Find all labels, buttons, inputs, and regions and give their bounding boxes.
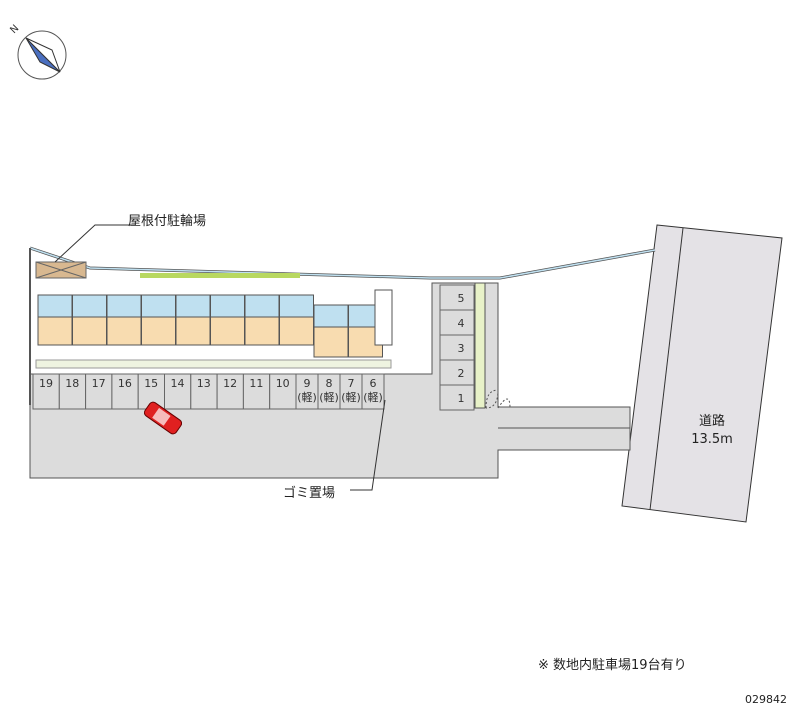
parking-note: ※ 数地内駐車場19台有り [538,658,687,673]
parking-space: 11 [242,373,271,410]
parking-space-number: 16 [118,377,132,390]
parking-space: 19 [32,373,60,410]
road [621,224,783,523]
garbage-area-label: ゴミ置場 [283,486,336,501]
parking-space: 14 [164,373,192,410]
kei-parking-space: 9(軽) [295,373,319,410]
apartment-unit [72,294,107,346]
kei-mark: (軽) [341,391,361,404]
kei-mark: (軽) [319,391,339,404]
parking-space: 18 [58,373,87,410]
parking-space-number: 10 [276,377,290,390]
parking-space-number: 18 [65,377,79,390]
apartment-unit [313,304,349,358]
parking-space: 5 [439,284,475,311]
parking-space-number: 19 [39,377,53,390]
apartment-unit [244,294,280,346]
parking-space-number: 11 [249,377,263,390]
apartment-building [37,294,383,358]
parking-space: 12 [216,373,244,410]
parking-space: 4 [439,309,475,336]
parking-space: 10 [269,373,297,410]
parking-space-number: 17 [92,377,106,390]
parking-space: 13 [190,373,218,410]
parking-space-number: 1 [458,392,465,405]
bicycle-parking-label: 屋根付駐輪場 [128,214,207,229]
kei-parking-space: 8(軽) [317,373,341,410]
car-icon [143,401,183,435]
parking-space-number: 6 [370,377,377,390]
apartment-unit [175,294,211,346]
parking-space: 1 [439,384,475,411]
kei-parking-space: 7(軽) [339,373,363,410]
parking-space-number: 5 [458,292,465,305]
kei-mark: (軽) [297,391,317,404]
apartment-unit [210,294,245,346]
parking-space: 2 [439,359,475,386]
parking-space: 16 [111,373,139,410]
parking-space-number: 9 [304,377,311,390]
parking-space: 17 [85,373,113,410]
kei-parking-space: 6(軽) [361,373,385,410]
apartment-unit [106,294,142,346]
road-width: 13.5m [691,432,733,447]
parking-space-number: 8 [326,377,333,390]
parking-space-number: 14 [171,377,185,390]
kei-mark: (軽) [363,391,383,404]
apartment-unit [37,294,73,346]
parking-space-number: 2 [458,367,465,380]
svg-text:N: N [8,23,21,36]
parking-space-number: 13 [197,377,211,390]
apartment-unit [279,294,314,346]
compass-icon: N [8,23,67,80]
parking-space-number: 15 [144,377,158,390]
parking-space-number: 7 [348,377,355,390]
map-code: 029842 [745,693,787,706]
parking-space: 3 [439,334,475,361]
apartment-unit [141,294,176,346]
parking-space-number: 12 [223,377,237,390]
road-name: 道路 [699,413,725,429]
parking-space-number: 4 [458,317,465,330]
parking-space-number: 3 [458,342,465,355]
